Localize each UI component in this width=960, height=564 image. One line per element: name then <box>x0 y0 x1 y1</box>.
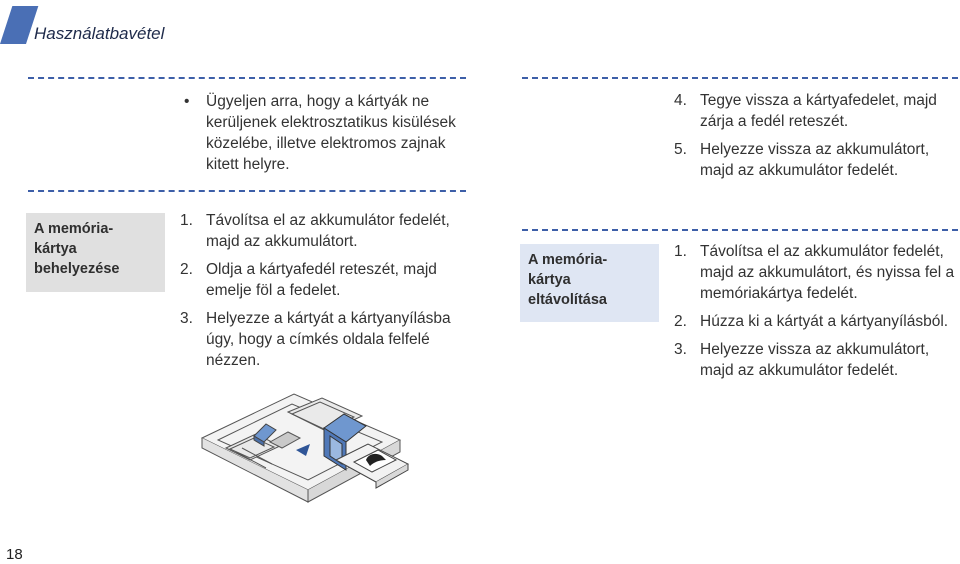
list-item: 4. Tegye vissza a kártyafedelet, majd zá… <box>674 90 950 132</box>
step-number: 5. <box>674 141 687 158</box>
section-label-line: A memória- <box>528 252 608 268</box>
list-item: 3. Helyezze vissza az akkumulátort, majd… <box>674 339 956 381</box>
step-text: Távolítsa el az akkumulátor fedelét, maj… <box>700 243 955 302</box>
section-label-line: kártya <box>528 272 571 288</box>
step-number: 2. <box>674 313 687 330</box>
section-label-line: behelyezése <box>34 261 120 277</box>
step-text: Oldja a kártyafedél reteszét, majd emelj… <box>206 261 437 299</box>
step-text: Helyezze vissza az akkumulátort, majd az… <box>700 341 930 379</box>
step-number: 1. <box>180 212 193 229</box>
separator-right-top <box>522 77 958 79</box>
section-label-line: A memória- <box>34 221 114 237</box>
bullet-note-block: • Ügyeljen arra, hogy a kártyák ne kerül… <box>184 91 474 182</box>
separator-right-mid <box>522 229 958 231</box>
step-number: 3. <box>674 341 687 358</box>
continued-steps: 4. Tegye vissza a kártyafedelet, majd zá… <box>674 90 950 188</box>
list-item: 2. Oldja a kártyafedél reteszét, majd em… <box>180 259 466 301</box>
step-number: 2. <box>180 261 193 278</box>
bullet-note-text: Ügyeljen arra, hogy a kártyák ne kerülje… <box>206 93 456 173</box>
list-item: 5. Helyezze vissza az akkumulátort, majd… <box>674 139 950 181</box>
separator-left-top <box>28 77 466 79</box>
section-label-line: kártya <box>34 241 77 257</box>
page-number: 18 <box>6 546 23 563</box>
page-title: Használatbavétel <box>34 24 165 43</box>
step-text: Helyezze vissza az akkumulátort, majd az… <box>700 141 930 179</box>
list-item: 1. Távolítsa el az akkumulátor fedelét, … <box>180 210 466 252</box>
section-label-insert-card: A memória- kártya behelyezése <box>26 213 165 292</box>
step-text: Helyezze a kártyát a kártyanyílásba úgy,… <box>206 310 451 369</box>
list-item: 1. Távolítsa el az akkumulátor fedelét, … <box>674 241 956 304</box>
list-item: 3. Helyezze a kártyát a kártyanyílásba ú… <box>180 308 466 371</box>
memory-card-insertion-illustration <box>200 393 410 503</box>
bullet-glyph: • <box>184 93 190 110</box>
section-label-remove-card: A memória- kártya eltávolítása <box>520 244 659 322</box>
step-text: Húzza ki a kártyát a kártyanyílásból. <box>700 313 949 330</box>
bullet-note: • Ügyeljen arra, hogy a kártyák ne kerül… <box>184 91 474 175</box>
step-number: 4. <box>674 92 687 109</box>
step-text: Távolítsa el az akkumulátor fedelét, maj… <box>206 212 450 250</box>
step-number: 3. <box>180 310 193 327</box>
list-item: 2. Húzza ki a kártyát a kártyanyílásból. <box>674 311 956 332</box>
section-label-line: eltávolítása <box>528 292 607 308</box>
insert-steps: 1. Távolítsa el az akkumulátor fedelét, … <box>180 210 466 378</box>
step-text: Tegye vissza a kártyafedelet, majd zárja… <box>700 92 937 130</box>
remove-steps: 1. Távolítsa el az akkumulátor fedelét, … <box>674 241 956 388</box>
header-accent-bar <box>0 6 39 44</box>
step-number: 1. <box>674 243 687 260</box>
separator-left-mid <box>28 190 466 192</box>
